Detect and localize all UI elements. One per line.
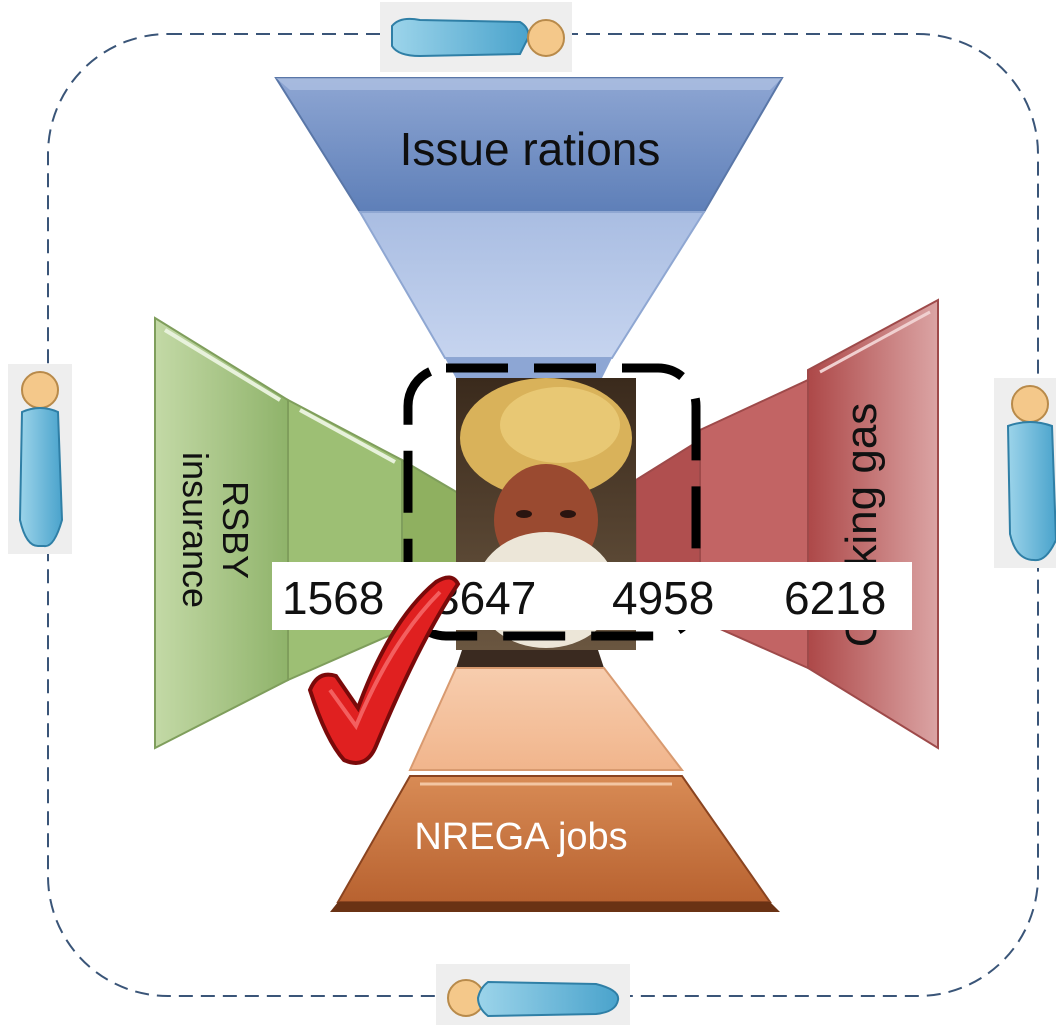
left-label-line2: insurance [175,451,216,609]
top-funnel [274,77,784,382]
identity-frame [403,363,701,641]
person-standing-icon [994,378,1056,568]
id-digits-4: 6218 [784,572,887,624]
id-digits-2: 3647 [434,572,537,624]
bottom-funnel [330,650,780,912]
left-label-line1: RSBY [215,480,256,580]
bottom-label: NREGA jobs [414,816,628,858]
id-digits-1: 1568 [282,572,385,624]
left-label: RSBY insurance [175,451,256,609]
person-lying-icon [380,2,572,72]
person-standing-icon [8,364,72,554]
right-funnel [635,298,939,750]
top-label: Issue rations [399,123,661,175]
person-lying-icon [436,964,630,1025]
id-digits-3: 4958 [612,572,715,624]
